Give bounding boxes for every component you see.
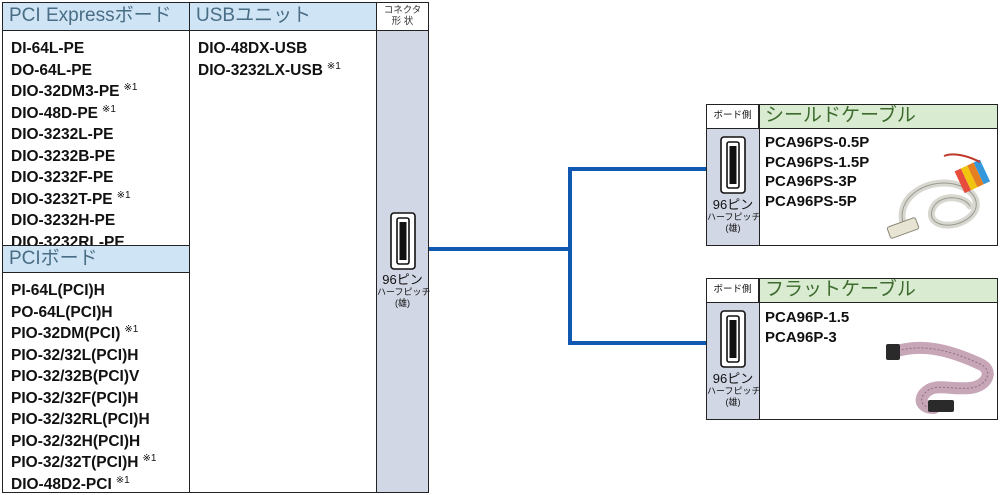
list-item: PIO-32/32F(PCI)H	[11, 389, 139, 407]
list-item: PCA96PS-0.5P	[765, 134, 870, 151]
list-item: PIO-32/32RL(PCI)H	[11, 411, 150, 429]
connector-header-line2: 形 状	[391, 16, 414, 27]
pci-list: PI-64L(PCI)H PO-64L(PCI)H PIO-32DM(PCI)※…	[3, 276, 189, 493]
list-item: PCA96PS-1.5P	[765, 153, 870, 171]
list-item: DIO-3232T-PE※1	[11, 189, 131, 208]
board-side-tag: ボード側	[707, 279, 759, 302]
board-side-tag: ボード側	[707, 105, 759, 128]
cable-model-list: PCA96PS-0.5P PCA96PS-1.5P PCA96PS-3P PCA…	[759, 133, 869, 211]
list-item: PI-64L(PCI)H	[11, 282, 105, 300]
list-item: DIO-3232H-PE	[11, 212, 116, 230]
header-divider	[3, 30, 376, 31]
list-item: DIO-3232L-PE	[11, 126, 114, 144]
connector-label: 96ピン ハーフピッチ (雄)	[377, 272, 431, 309]
cable-connector-label: 96ピン ハーフピッチ (雄)	[707, 197, 761, 234]
list-item: PCA96P-3	[765, 328, 837, 346]
list-item: PCA96P-1.5	[765, 309, 850, 326]
board-table	[2, 2, 429, 493]
half-pitch-connector-icon	[390, 212, 416, 270]
list-item: PCA96PS-5P	[765, 192, 857, 210]
pci-header: PCIボード	[3, 246, 189, 272]
column-divider	[759, 279, 760, 419]
list-item: DIO-48D-PE※1	[11, 103, 116, 122]
section-divider	[3, 272, 189, 273]
pci-express-header: PCI Expressボード	[3, 3, 189, 30]
column-divider	[759, 105, 760, 245]
connector-header-line1: コネクタ	[383, 5, 422, 16]
list-item: DIO-48D2-PCI※1	[11, 474, 130, 493]
list-item: DIO-48DX-USB	[198, 40, 308, 58]
list-item: DO-64L-PE	[11, 61, 92, 79]
header-divider	[377, 30, 428, 31]
connection-line	[568, 341, 707, 345]
usb-header: USBユニット	[190, 3, 376, 30]
flat-ribbon-cable-photo	[886, 341, 994, 414]
list-item: PIO-32/32T(PCI)H※1	[11, 453, 157, 472]
list-item: PO-64L(PCI)H	[11, 303, 113, 321]
half-pitch-connector-icon	[720, 310, 746, 368]
header-divider	[707, 128, 997, 129]
cable-model-list: PCA96P-1.5 PCA96P-3	[759, 308, 849, 347]
cable-title: フラットケーブル	[759, 279, 997, 302]
cable-title: シールドケーブル	[759, 105, 997, 128]
half-pitch-connector-icon	[720, 136, 746, 194]
connection-line	[429, 247, 570, 251]
list-item: PIO-32DM(PCI)※1	[11, 324, 139, 343]
column-divider	[189, 2, 190, 493]
list-item: DIO-32DM3-PE※1	[11, 82, 138, 101]
usb-list: DIO-48DX-USB DIO-3232LX-USB※1	[190, 34, 376, 79]
list-item: PIO-32/32L(PCI)H	[11, 346, 139, 364]
shielded-cable-photo	[886, 153, 991, 239]
list-item: DIO-3232LX-USB※1	[198, 60, 341, 79]
list-item: PCA96PS-3P	[765, 173, 857, 190]
list-item: DIO-3232B-PE	[11, 147, 116, 165]
section-divider	[3, 245, 189, 246]
header-divider	[707, 302, 997, 303]
list-item: PIO-32/32B(PCI)V	[11, 368, 140, 386]
list-item: DIO-3232F-PE	[11, 169, 114, 187]
connection-line	[568, 167, 572, 345]
list-item: DI-64L-PE	[11, 40, 85, 58]
list-item: PIO-32/32H(PCI)H	[11, 432, 141, 450]
connector-column-header: コネクタ 形 状	[377, 3, 428, 30]
connection-line	[568, 167, 707, 171]
cable-connector-label: 96ピン ハーフピッチ (雄)	[707, 371, 761, 408]
column-divider	[376, 2, 377, 493]
pci-express-list: DI-64L-PE DO-64L-PE DIO-32DM3-PE※1 DIO-4…	[3, 34, 189, 251]
